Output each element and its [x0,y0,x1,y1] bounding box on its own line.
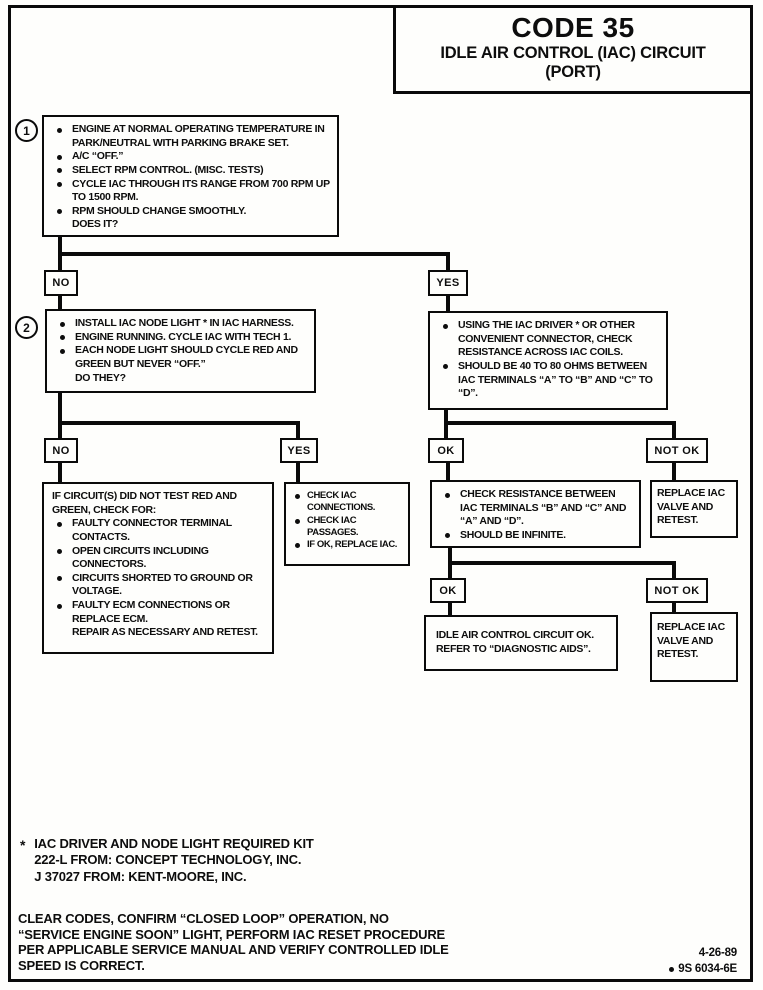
decision-label-no-2: NO [44,438,78,463]
step2-item: ENGINE RUNNING. CYCLE IAC WITH TECH 1. [53,331,308,345]
circuit-fault-item: CIRCUITS SHORTED TO GROUND OR VOLTAGE. [50,572,266,599]
connector-line [58,295,62,309]
footer-line: SPEED IS CORRECT. [18,957,145,973]
circuit-fault-item: FAULTY CONNECTOR TERMINAL CONTACTS. [50,517,266,544]
step1-item: ENGINE AT NORMAL OPERATING TEMPERATURE I… [50,123,331,150]
check-iac-box: CHECK IAC CONNECTIONS. CHECK IAC PASSAGE… [284,482,410,566]
circuit-ok-line: REFER TO “DIAGNOSTIC AIDS”. [436,643,591,655]
footnote-line: 222-L FROM: CONCEPT TECHNOLOGY, INC. [34,852,302,868]
circuit-fault-item: OPEN CIRCUITS INCLUDING CONNECTORS. [50,545,266,572]
footnote: * IAC DRIVER AND NODE LIGHT REQUIRED KIT… [20,836,314,885]
document-code: 4-26-89 9S 6034-6E [669,946,737,977]
footnote-line: IAC DRIVER AND NODE LIGHT REQUIRED KIT [34,836,314,851]
connector-line [296,421,300,438]
connector-line [448,547,452,565]
circuit-fault-heading: IF CIRCUIT(S) DID NOT TEST RED AND GREEN… [52,490,237,516]
footer-line: CLEAR CODES, CONFIRM “CLOSED LOOP” OPERA… [18,911,389,926]
resistance-check-item: SHOULD BE 40 TO 80 OHMS BETWEEN IAC TERM… [436,360,660,401]
connector-line [446,295,450,311]
step1-item: RPM SHOULD CHANGE SMOOTHLY. [50,205,331,219]
trouble-code-title: CODE 35 [511,12,635,43]
connector-line [296,462,300,482]
doc-number: 9S 6034-6E [678,962,737,975]
step2-item: INSTALL IAC NODE LIGHT * IN IAC HARNESS. [53,317,308,331]
connector-line [672,462,676,480]
resistance-check-box: USING THE IAC DRIVER * OR OTHER CONVENIE… [428,311,668,410]
connector-line [58,421,62,438]
connector-line [58,392,62,425]
footnote-line: J 37027 FROM: KENT-MOORE, INC. [34,868,247,884]
connector-line [58,252,62,270]
resistance-infinite-item: CHECK RESISTANCE BETWEEN IAC TERMINALS “… [438,488,633,529]
footer-line: “SERVICE ENGINE SOON” LIGHT, PERFORM IAC… [18,926,446,942]
decision-label-no-1: NO [44,270,78,296]
connector-line [58,421,300,425]
title-box: CODE 35 IDLE AIR CONTROL (IAC) CIRCUIT (… [393,5,753,94]
bullet-icon [669,966,675,972]
circuit-ok-box: IDLE AIR CONTROL CIRCUIT OK. REFER TO “D… [424,615,618,671]
decision-label-yes-1: YES [428,270,468,296]
page-border [8,5,753,982]
step2-question: DO THEY? [75,371,126,384]
step1-item: SELECT RPM CONTROL. (MISC. TESTS) [50,164,331,178]
connector-line [446,462,450,480]
footer-note: CLEAR CODES, CONFIRM “CLOSED LOOP” OPERA… [18,911,449,973]
step-box-1: ENGINE AT NORMAL OPERATING TEMPERATURE I… [42,115,339,237]
check-iac-item: CHECK IAC PASSAGES. [292,515,402,540]
circuit-ok-line: IDLE AIR CONTROL CIRCUIT OK. [436,629,594,642]
circuit-fault-item: FAULTY ECM CONNECTIONS OR REPLACE ECM. [50,599,266,626]
connector-line [448,602,452,615]
decision-label-notok-2: NOT OK [646,578,708,603]
connector-line [444,421,676,425]
doc-date: 4-26-89 [698,947,737,959]
step-marker-1: 1 [15,119,38,142]
connector-line [58,462,62,482]
step1-item: CYCLE IAC THROUGH ITS RANGE FROM 700 RPM… [50,178,331,205]
decision-label-yes-2: YES [280,438,318,463]
step2-item: EACH NODE LIGHT SHOULD CYCLE RED AND GRE… [53,344,308,371]
check-iac-item: IF OK, REPLACE IAC. [292,539,402,551]
check-iac-item: CHECK IAC CONNECTIONS. [292,490,402,515]
resistance-infinite-item: SHOULD BE INFINITE. [438,529,633,543]
replace-iac-box-2: REPLACE IAC VALVE AND RETEST. [650,612,738,682]
circuit-fault-item: REPAIR AS NECESSARY AND RETEST. [72,626,258,639]
page-title: IDLE AIR CONTROL (IAC) CIRCUIT [440,43,706,62]
footer-line: PER APPLICABLE SERVICE MANUAL AND VERIFY… [18,942,449,958]
connector-line [448,561,676,565]
step-box-2: INSTALL IAC NODE LIGHT * IN IAC HARNESS.… [45,309,316,393]
circuit-fault-box: IF CIRCUIT(S) DID NOT TEST RED AND GREEN… [42,482,274,654]
step-marker-2: 2 [15,316,38,339]
asterisk-icon: * [20,837,26,853]
connector-line [448,561,452,578]
replace-iac-box-1: REPLACE IAC VALVE AND RETEST. [650,480,738,538]
connector-line [672,602,676,613]
connector-line [444,410,448,425]
decision-label-ok-1: OK [428,438,464,463]
decision-label-notok-1: NOT OK [646,438,708,463]
page-subtitle: (PORT) [545,62,601,81]
connector-line [672,421,676,438]
decision-label-ok-2: OK [430,578,466,603]
connector-line [58,236,62,255]
connector-line [446,252,450,270]
step1-question: DOES IT? [72,218,119,231]
connector-line [672,561,676,578]
resistance-check-item: USING THE IAC DRIVER * OR OTHER CONVENIE… [436,319,660,360]
connector-line [444,421,448,438]
step1-item: A/C “OFF.” [50,150,331,164]
resistance-infinite-box: CHECK RESISTANCE BETWEEN IAC TERMINALS “… [430,480,641,548]
connector-line [58,252,450,256]
